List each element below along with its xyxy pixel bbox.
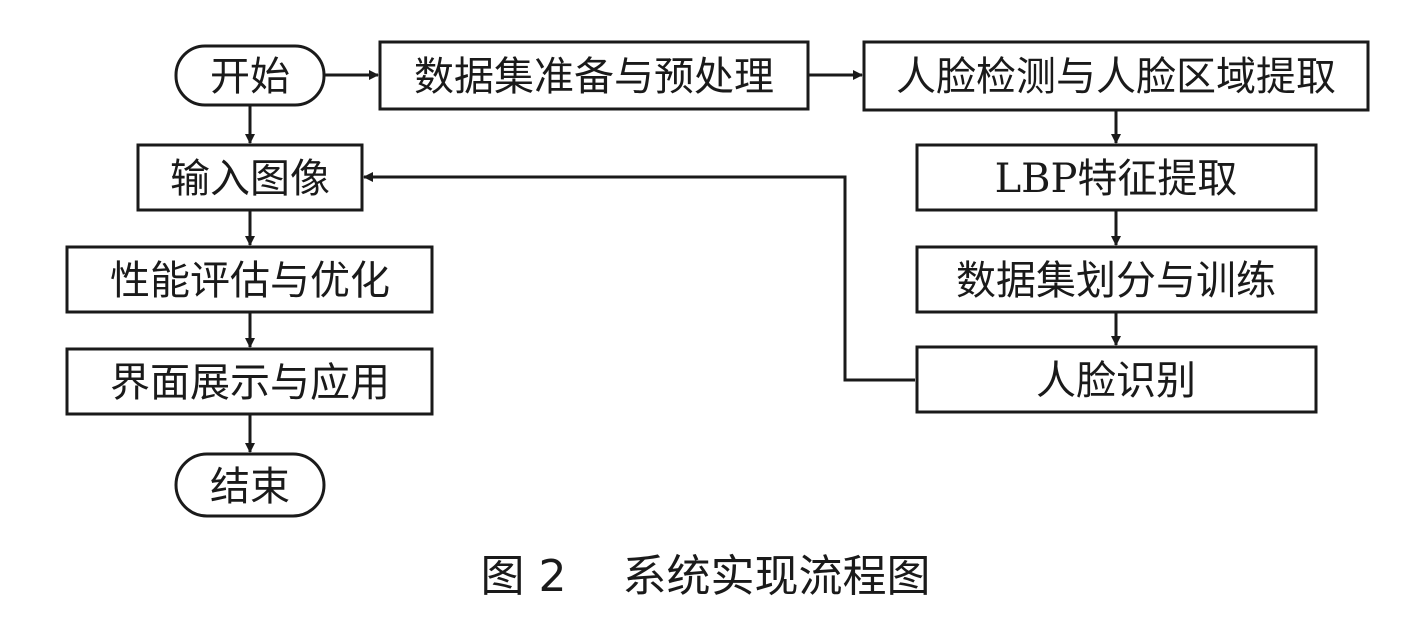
node-dataset-split-train: 数据集划分与训练 [915, 245, 1318, 314]
figure-caption-label: 图 2 [480, 551, 567, 602]
figure-caption-title: 系统实现流程图 [622, 551, 931, 602]
node-lbp-extraction-label: LBP特征提取 [995, 156, 1238, 202]
node-end: 结束 [174, 452, 326, 518]
node-end-label: 结束 [210, 464, 290, 510]
figure-caption: 图 2 系统实现流程图 [0, 540, 1411, 604]
node-face-recognition: 人脸识别 [915, 345, 1318, 414]
node-face-detection-label: 人脸检测与人脸区域提取 [896, 54, 1336, 100]
edge-face-recognition-to-input-image [363, 172, 915, 382]
node-start-label: 开始 [210, 54, 290, 100]
node-face-detection: 人脸检测与人脸区域提取 [862, 40, 1370, 112]
node-performance-eval: 性能评估与优化 [65, 245, 434, 314]
node-dataset-prep-label: 数据集准备与预处理 [414, 54, 774, 100]
node-ui-display: 界面展示与应用 [65, 347, 434, 416]
edges [245, 70, 1121, 453]
node-lbp-extraction: LBP特征提取 [915, 143, 1318, 212]
node-dataset-split-train-label: 数据集划分与训练 [956, 258, 1276, 304]
node-performance-eval-label: 性能评估与优化 [110, 258, 390, 304]
node-ui-display-label: 界面展示与应用 [110, 360, 390, 406]
node-dataset-prep: 数据集准备与预处理 [378, 40, 810, 111]
flowchart: 开始 数据集准备与预处理 人脸检测与人脸区域提取 输入图像 LBP特征提取 性能… [65, 40, 1370, 518]
node-input-image: 输入图像 [136, 143, 364, 212]
node-face-recognition-label: 人脸识别 [1036, 358, 1196, 404]
node-start: 开始 [174, 44, 326, 107]
node-input-image-label: 输入图像 [170, 156, 330, 202]
